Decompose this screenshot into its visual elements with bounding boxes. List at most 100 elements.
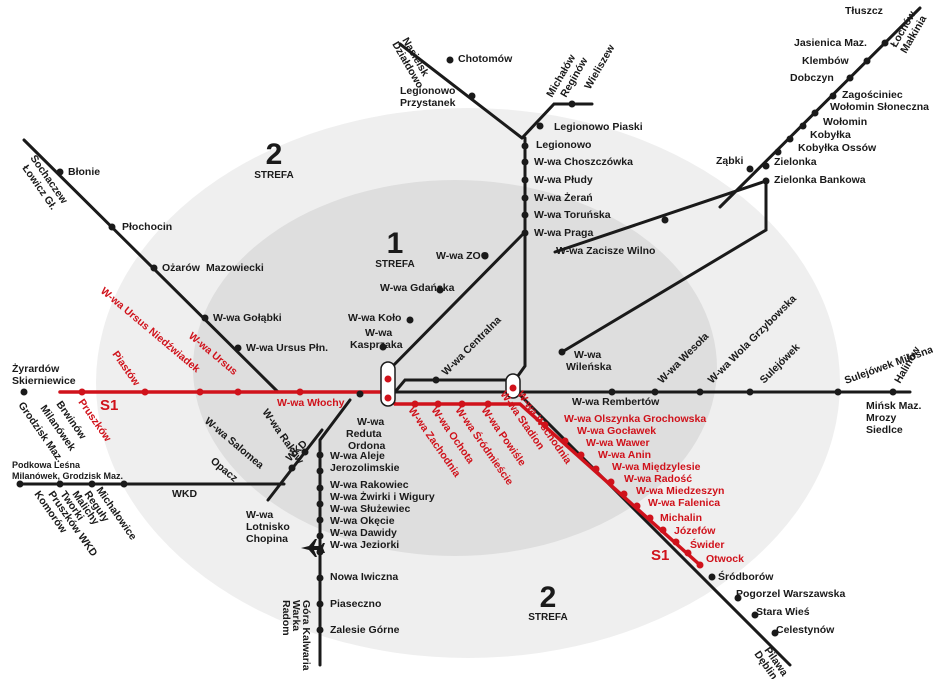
label-wawer: W-wa Wawer	[586, 437, 650, 449]
label-legionowo: Legionowo	[536, 139, 591, 151]
label-goclawek: W-wa Gocławek	[577, 425, 656, 437]
label-jeziorki: W-wa Jeziorki	[330, 539, 399, 551]
label-wieliszew: Wieliszew	[582, 42, 618, 92]
airplane-icon	[301, 539, 325, 557]
zone-2-label: STREFA	[254, 170, 293, 181]
label-miedzylesie: W-wa Międzylesie	[612, 461, 701, 473]
line-radom	[318, 398, 352, 667]
line-gdanska	[383, 230, 527, 376]
label-jozefow: Józefów	[674, 525, 716, 537]
label-gora-kalwaria: Góra Kalwaria	[300, 600, 312, 671]
label-zielonka-bankowa: Zielonka Bankowa	[774, 174, 866, 186]
label-jerozolimskie-2: Jerozolimskie	[330, 462, 400, 474]
label-zyrardow: Żyrardów	[12, 362, 60, 375]
label-torunska: W-wa Toruńska	[534, 209, 611, 221]
label-okecie: W-wa Okęcie	[330, 515, 395, 527]
label-reduta-3: Ordona	[348, 440, 385, 452]
label-wkd-2: WKD	[172, 488, 197, 500]
label-radom: Radom	[280, 600, 292, 636]
label-dawidy: W-wa Dawidy	[330, 527, 397, 539]
label-milanowek-grodzisk: Milanówek, Grodzisk Maz.	[12, 471, 123, 481]
label-ozarow: Ożarów	[162, 262, 201, 274]
label-jasienica: Jasienica Maz.	[794, 37, 867, 49]
zone-2-label-south: STREFA	[528, 612, 567, 623]
label-reduta-1: W-wa	[357, 416, 384, 428]
label-wlochy-1: W-wa Włochy	[277, 397, 345, 409]
label-legionowo-piaski: Legionowo Piaski	[554, 121, 643, 133]
label-reduta-2: Reduta	[346, 428, 382, 440]
label-wilenska-1: W-wa	[574, 349, 601, 361]
label-skierniewice: Skierniewice	[12, 375, 76, 387]
label-chotomow: Chotomów	[458, 53, 513, 65]
label-ursus-pln: W-wa Ursus Płn.	[246, 342, 328, 354]
zone-2-number-south: 2	[540, 581, 557, 614]
label-otwock: Otwock	[706, 553, 744, 565]
label-plochocin: Płochocin	[122, 221, 172, 233]
label-lotnisko-2: Lotnisko	[246, 521, 290, 533]
label-mazowiecki: Mazowiecki	[206, 262, 264, 274]
label-warka: Warka	[290, 600, 302, 631]
label-wolomin-sloneczna: Wołomin Słoneczna	[830, 101, 929, 113]
label-srodborow: Śródborów	[718, 570, 774, 583]
label-celestynow: Celestynów	[776, 624, 835, 636]
line-zacisze	[553, 179, 768, 254]
label-podkowa: Podkowa Leśna	[12, 460, 81, 470]
label-klembow: Klembów	[802, 55, 850, 67]
label-legionowo-przystanek-1: Legionowo	[400, 85, 455, 97]
label-choszczowka: W-wa Choszczówka	[534, 156, 633, 168]
zone-2-number: 2	[266, 138, 283, 171]
label-praga: W-wa Praga	[534, 227, 593, 239]
label-minsk: Mińsk Maz.	[866, 400, 922, 412]
line-lotnisko	[266, 428, 324, 502]
label-mrozy: Mrozy	[866, 412, 896, 424]
label-lotnisko-1: W-wa	[246, 509, 273, 521]
label-zalesie: Zalesie Górne	[330, 624, 400, 636]
label-anin: W-wa Anin	[598, 449, 651, 461]
label-zeran: W-wa Żerań	[534, 191, 593, 204]
label-falenica: W-wa Falenica	[648, 497, 720, 509]
label-golabki: W-wa Gołąbki	[213, 312, 282, 324]
interchange-zachodnia	[380, 361, 396, 407]
label-siedlce: Siedlce	[866, 424, 903, 436]
label-kolo: W-wa Koło	[348, 312, 401, 324]
label-zagosciniec: Zagościniec	[842, 89, 903, 101]
s1-station-dots	[78, 375, 704, 569]
label-miedzeszyn: W-wa Miedzeszyn	[636, 485, 724, 497]
label-zielonka: Zielonka	[774, 156, 817, 168]
zone-1-label: STREFA	[375, 259, 414, 270]
line-otwock-ext	[511, 386, 792, 667]
zone-1-number: 1	[387, 227, 404, 260]
label-jerozolimskie-1: W-wa Aleje	[330, 450, 385, 462]
label-zwirki: W-wa Żwirki i Wigury	[330, 490, 435, 503]
s1-badge-west: S1	[100, 397, 118, 414]
label-nowa-iwiczna: Nowa Iwiczna	[330, 571, 398, 583]
label-olszynka: W-wa Olszynka Grochowska	[564, 413, 706, 425]
label-rakowiec: W-wa Rakowiec	[330, 479, 409, 491]
label-blonie: Błonie	[68, 166, 100, 178]
label-sluzewiec: W-wa Służewiec	[330, 503, 410, 515]
label-pogorzel: Pogorzel Warszawska	[736, 588, 845, 600]
label-kobylka-ossow: Kobyłka Ossów	[798, 142, 877, 154]
label-dobczyn: Dobczyn	[790, 72, 834, 84]
line-wieliszew	[520, 102, 594, 140]
label-wolomin: Wołomin	[823, 116, 867, 128]
label-kasprzaka-2: Kasprzaka	[350, 339, 403, 351]
label-zabki: Ząbki	[716, 155, 744, 167]
label-zacisze: W-wa Zacisze Wilno	[556, 245, 655, 257]
label-rembertow: W-wa Rembertów	[572, 396, 660, 408]
line-chotomow	[398, 42, 524, 140]
label-stara-wies: Stara Wieś	[756, 606, 810, 618]
label-zoo: W-wa ZOO	[436, 250, 489, 262]
label-lotnisko-3: Chopina	[246, 533, 288, 545]
s1-badge-east: S1	[651, 547, 669, 564]
label-wilenska-2: Wileńska	[566, 361, 612, 373]
label-tluszcz: Tłuszcz	[845, 5, 883, 17]
label-kobylka: Kobyłka	[810, 129, 851, 141]
label-legionowo-przystanek-2: Przystanek	[400, 97, 456, 109]
label-piaseczno: Piaseczno	[330, 598, 381, 610]
line-wilenska	[560, 179, 768, 354]
label-pludy: W-wa Płudy	[534, 174, 593, 186]
label-kasprzaka-1: W-wa	[365, 327, 392, 339]
